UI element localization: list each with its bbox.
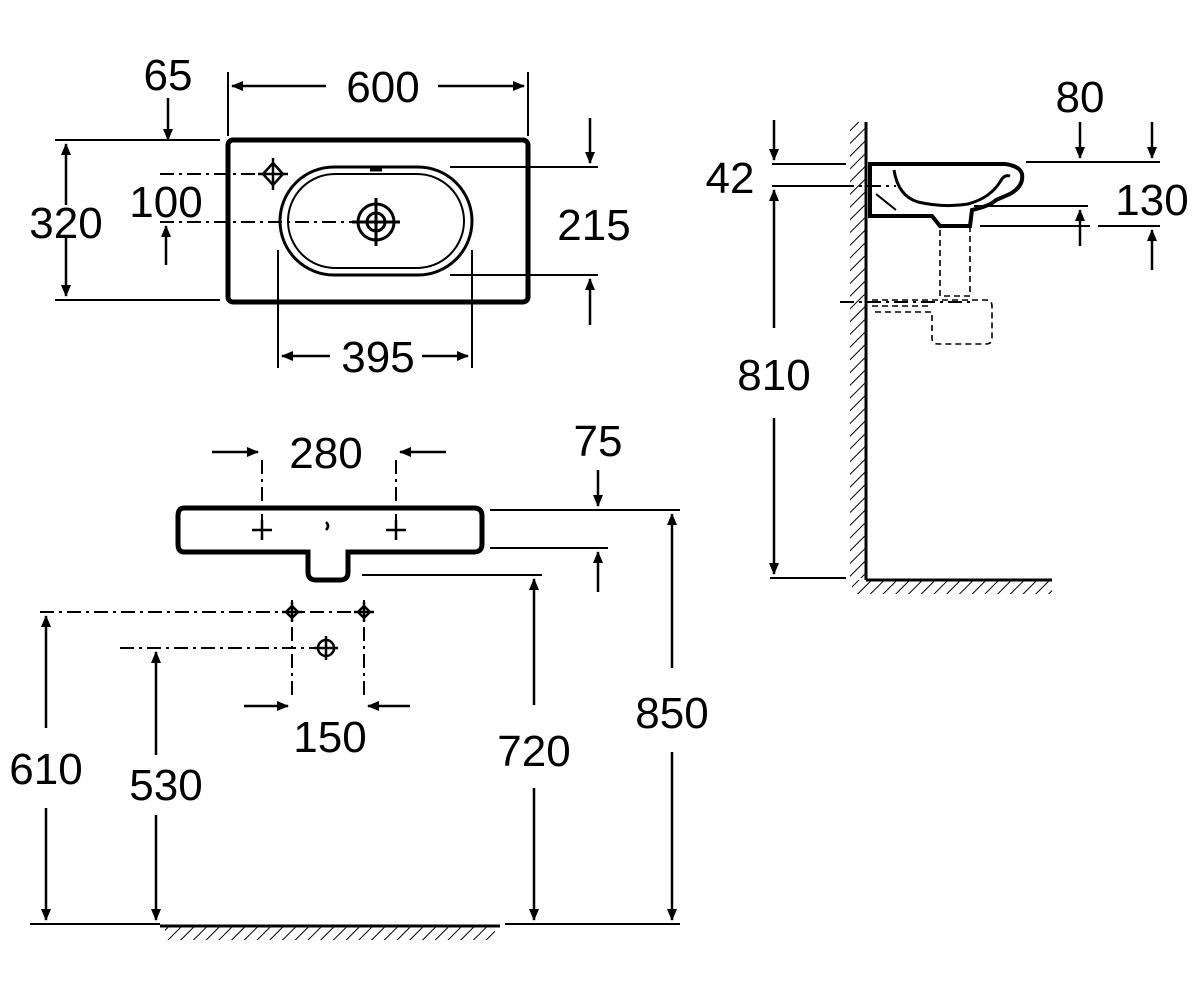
front-view: [30, 447, 680, 925]
dimension-850: 850: [635, 689, 708, 738]
basin-profile-rim: [875, 193, 897, 211]
front-dimension-arrows: [41, 447, 677, 921]
top-view-dimension-arrows: [61, 81, 595, 361]
side-dimension-arrows: [769, 120, 1157, 575]
dimension-42: 42: [706, 154, 755, 203]
dimension-100: 100: [129, 178, 202, 227]
dimension-65: 65: [144, 51, 193, 100]
top-view: [55, 72, 598, 368]
trap-outline: [872, 225, 993, 345]
supply-point-centre-lines: [40, 600, 366, 700]
side-extension-lines: [770, 161, 1160, 579]
top-view-extension-lines: [55, 72, 598, 368]
dimension-720: 720: [497, 727, 570, 776]
front-floor: [160, 924, 500, 940]
dimension-320: 320: [29, 199, 102, 248]
wall-hatch: [850, 122, 866, 578]
basin-outline-front: [175, 505, 485, 583]
dimension-610: 610: [9, 745, 82, 794]
dimension-150: 150: [293, 713, 366, 762]
dimension-530: 530: [129, 761, 202, 810]
front-extension-lines: [30, 509, 680, 925]
dimension-130: 130: [1115, 176, 1188, 225]
front-centre-lines: [261, 460, 397, 520]
side-floor-hatch: [852, 580, 1052, 594]
side-view: [769, 120, 1160, 594]
dimension-80: 80: [1056, 73, 1105, 122]
side-centre-lines: [840, 185, 970, 303]
dimension-75: 75: [574, 417, 623, 466]
dimension-280: 280: [289, 429, 362, 478]
basin-profile-outer: [868, 162, 1025, 228]
basin-profile-inner: [892, 169, 1011, 208]
front-tap-symbols: [252, 520, 406, 540]
dimension-810: 810: [737, 351, 810, 400]
dimension-395: 395: [341, 333, 414, 382]
dimension-600: 600: [346, 63, 419, 112]
supply-point-symbols: [282, 602, 374, 660]
dimension-215: 215: [557, 201, 630, 250]
